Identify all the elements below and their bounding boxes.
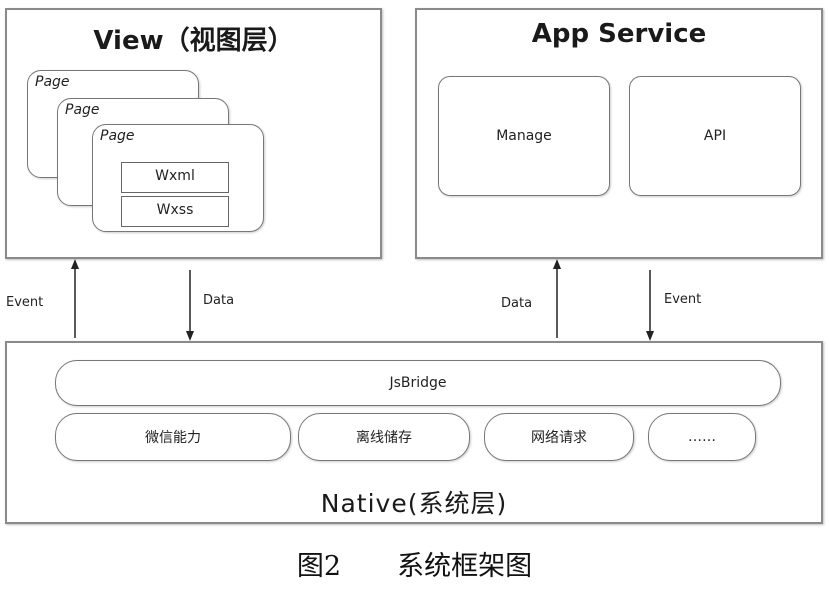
figure-number: 图2 (296, 551, 342, 582)
view-data-label: Data (203, 293, 235, 308)
service-data-label: Data (501, 296, 533, 311)
native-layer-box: JsBridge 微信能力 离线储存 网络请求 …… Native(系统层) (5, 341, 823, 524)
manage-module: Manage (438, 76, 610, 196)
app-service-box: App Service Manage API (415, 8, 823, 259)
page-card-front: Page Wxml Wxss (92, 124, 264, 232)
figure-title: 系统框架图 (397, 551, 533, 582)
page-label: Page (35, 74, 70, 90)
jsbridge-bar: JsBridge (55, 360, 781, 406)
app-service-title: App Service (531, 19, 707, 49)
capability-more: …… (648, 413, 756, 461)
service-event-label: Event (664, 292, 702, 307)
view-layer-box: View（视图层） Page Page Page Wxml Wxss (5, 8, 382, 259)
view-layer-title: View（视图层） (93, 26, 294, 56)
api-module: API (629, 76, 801, 196)
native-layer-title: Native(系统层) (320, 489, 508, 518)
figure-caption: 图2 系统框架图 (0, 544, 829, 583)
capability-wechat: 微信能力 (55, 413, 291, 461)
view-event-label: Event (6, 295, 44, 310)
page-label: Page (100, 128, 135, 144)
capability-offline-storage: 离线储存 (298, 413, 470, 461)
wxml-box: Wxml (121, 162, 229, 193)
capability-network-request: 网络请求 (484, 413, 634, 461)
page-label: Page (65, 102, 100, 118)
wxss-box: Wxss (121, 196, 229, 227)
